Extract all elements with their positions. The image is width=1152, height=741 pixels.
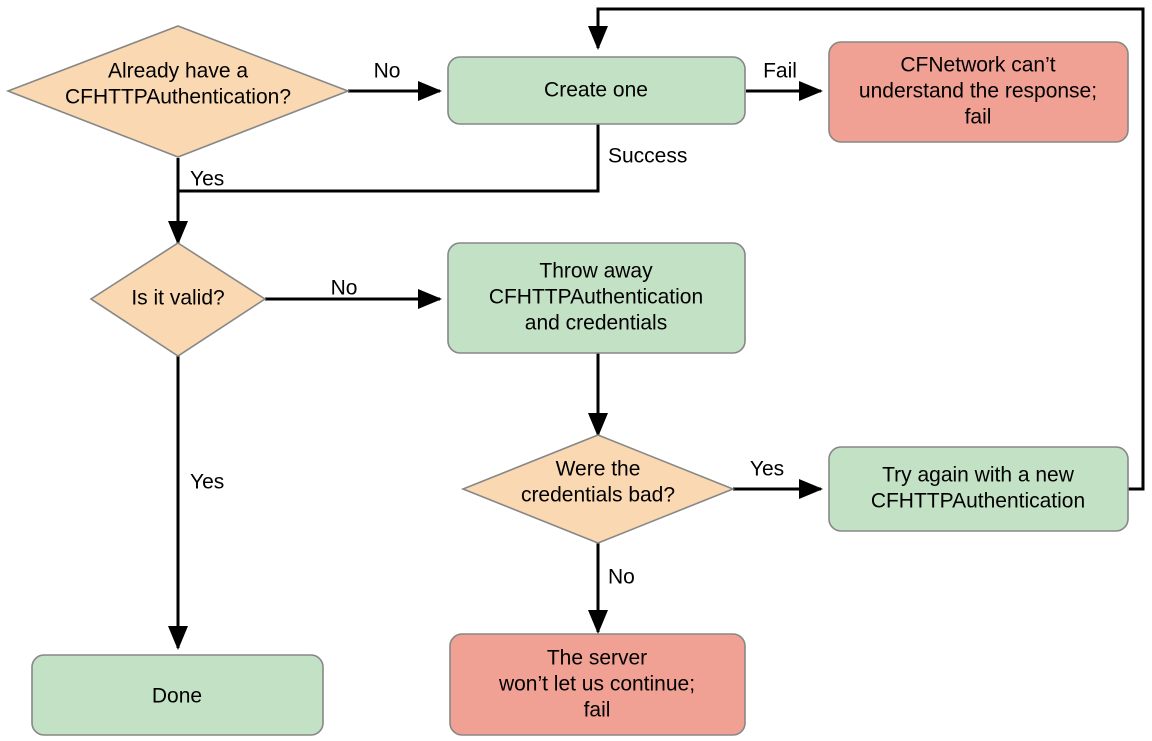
node-were-the-credentials-bad[interactable]: Were the credentials bad?	[460, 434, 736, 544]
is-it-valid-label: Is it valid?	[131, 287, 224, 310]
cfnetwork-fail-box-shape	[828, 41, 1129, 143]
node-done[interactable]: Done	[31, 654, 324, 736]
try-again-box-shape	[828, 446, 1129, 532]
try-again-label-line-1: Try again with a new	[882, 464, 1075, 487]
edge-credentials-bad-no: No	[588, 543, 635, 634]
edge-label-create-one-fail: Fail	[763, 60, 797, 83]
edge-already-have-no: No	[348, 60, 442, 101]
create-one-label: Create one	[544, 79, 648, 102]
throw-away-box-shape	[447, 242, 746, 354]
is-it-valid-diamond-shape	[89, 242, 267, 357]
edge-label-already-have-no: No	[374, 60, 401, 83]
server-fail-box-shape	[449, 633, 746, 736]
edge-label-is-valid-yes: Yes	[190, 471, 224, 494]
node-cfnetwork-cannot-understand-response[interactable]: CFNetwork can’t understand the response;…	[828, 41, 1129, 143]
done-label: Done	[152, 685, 202, 708]
credentials-bad-label-line-2: credentials bad?	[521, 484, 675, 507]
edge-create-one-fail: Fail	[746, 60, 823, 101]
create-one-box-shape	[447, 56, 746, 125]
server-fail-label-line-1: The server	[547, 647, 647, 670]
cfnetwork-fail-label-line-3: fail	[965, 106, 992, 129]
node-the-server-wont-let-us-continue[interactable]: The server won’t let us continue; fail	[449, 633, 746, 736]
throw-away-label-line-3: and credentials	[525, 312, 667, 335]
edge-label-is-valid-no: No	[331, 277, 358, 300]
server-fail-label-line-2: won’t let us continue;	[498, 673, 695, 696]
edge-label-create-one-success: Success	[608, 145, 687, 168]
server-fail-label-line-3: fail	[584, 699, 611, 722]
edge-credentials-bad-yes: Yes	[733, 458, 823, 499]
done-box-shape	[31, 654, 324, 736]
try-again-label-line-2: CFHTTPAuthentication	[871, 490, 1085, 513]
edge-create-one-success: Success	[178, 124, 687, 193]
already-have-label-line-1: Already have a	[108, 60, 248, 83]
node-is-it-valid[interactable]: Is it valid?	[89, 242, 267, 357]
cfnetwork-fail-label-line-1: CFNetwork can’t	[900, 54, 1055, 77]
edge-label-already-have-yes: Yes	[190, 168, 224, 191]
already-have-diamond-shape	[5, 25, 351, 158]
edge-try-again-loop	[588, 7, 1145, 491]
edge-label-credentials-bad-no: No	[608, 566, 635, 589]
node-create-one[interactable]: Create one	[447, 56, 746, 125]
node-throw-away-cfhttpauthentication-and-credentials[interactable]: Throw away CFHTTPAuthentication and cred…	[447, 242, 746, 354]
throw-away-label-line-2: CFHTTPAuthentication	[489, 286, 703, 309]
node-already-have-a-cfhttpauthentication[interactable]: Already have a CFHTTPAuthentication?	[5, 25, 351, 158]
throw-away-label-line-1: Throw away	[539, 260, 653, 283]
edge-label-credentials-bad-yes: Yes	[750, 458, 784, 481]
cfnetwork-fail-label-line-2: understand the response;	[859, 80, 1097, 103]
edge-is-valid-no: No	[265, 277, 442, 309]
already-have-label-line-2: CFHTTPAuthentication?	[65, 86, 291, 109]
edge-is-valid-yes: Yes	[168, 356, 224, 650]
credentials-bad-label-line-1: Were the	[556, 458, 641, 481]
node-try-again-with-a-new-cfhttpauthentication[interactable]: Try again with a new CFHTTPAuthenticatio…	[828, 446, 1129, 532]
credentials-bad-diamond-shape	[460, 434, 736, 544]
edge-already-have-yes: Yes	[168, 158, 224, 245]
